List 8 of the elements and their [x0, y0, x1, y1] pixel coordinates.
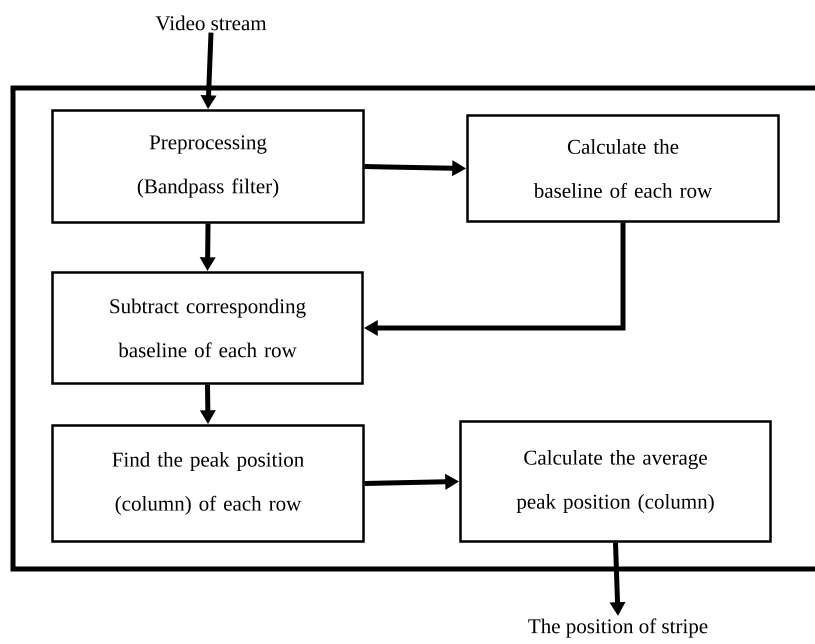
- text-label: Video stream: [156, 16, 266, 30]
- process-box: Calculate the baseline of each row: [466, 114, 780, 223]
- process-box: Subtract corresponding baseline of each row: [51, 271, 364, 385]
- outer-frame: [10, 86, 815, 572]
- process-box: Calculate the average peak position (column): [459, 420, 772, 543]
- process-box: Preprocessing (Bandpass filter): [51, 109, 365, 224]
- text-label: The position of stripe: [528, 618, 708, 638]
- process-box: Find the peak position (column) of each row: [51, 424, 365, 543]
